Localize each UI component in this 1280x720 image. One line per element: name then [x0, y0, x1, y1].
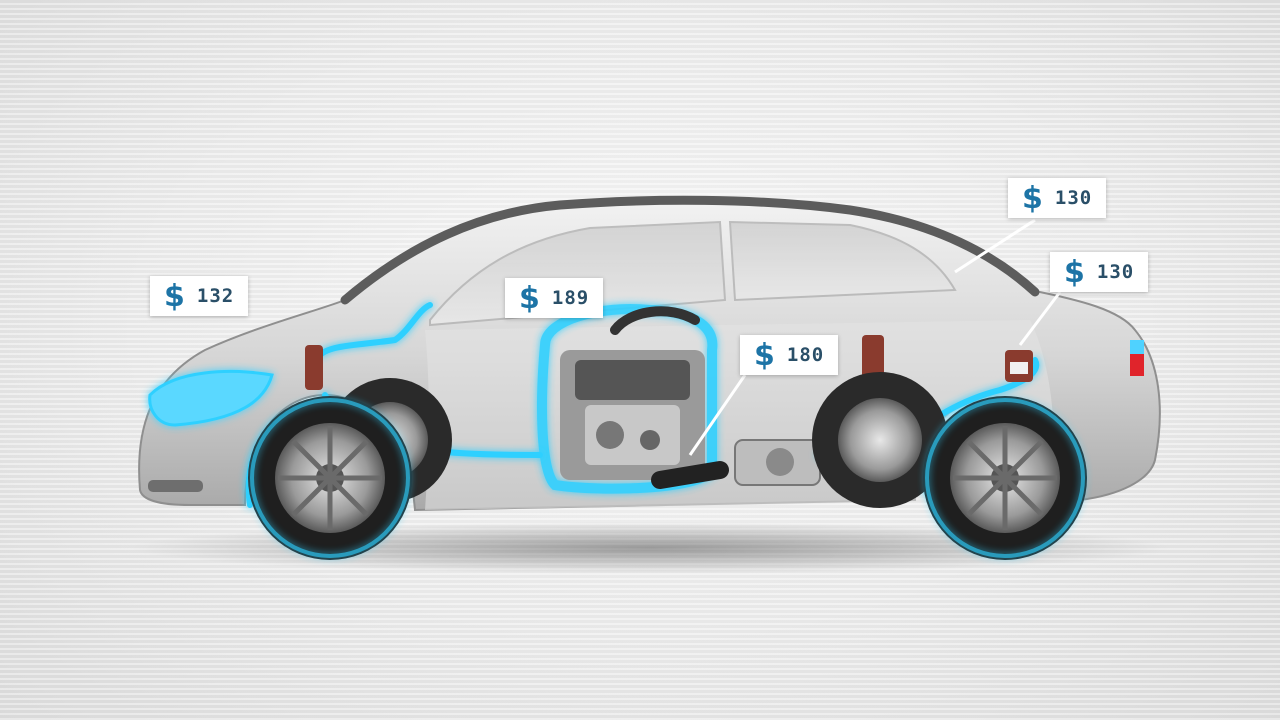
price-amount: 189 — [551, 287, 590, 309]
rear-wheel — [923, 396, 1087, 560]
dollar-sign: $ — [519, 280, 540, 316]
front-suspension — [305, 345, 323, 390]
price-tag-engine: $ 189 — [505, 278, 604, 318]
headlight — [148, 370, 274, 427]
price-amount: 130 — [1096, 261, 1135, 283]
rear-window — [728, 220, 957, 302]
dollar-sign: $ — [1022, 180, 1043, 216]
price-amount: 132 — [196, 285, 235, 307]
dollar-sign: $ — [754, 337, 775, 373]
tail-light-glow — [1130, 340, 1144, 354]
dollar-sign: $ — [164, 278, 185, 314]
price-tag-rear: $ 130 — [1050, 252, 1149, 292]
rear-inner-wheel — [812, 372, 948, 508]
price-tag-transmission: $ 180 — [740, 335, 839, 375]
leader-lines — [688, 218, 1062, 456]
price-amount: 130 — [1054, 187, 1093, 209]
front-wheel — [248, 396, 412, 560]
front-window — [429, 220, 727, 327]
engine — [537, 304, 821, 494]
dollar-sign: $ — [1064, 254, 1085, 290]
price-tag-roof: $ 130 — [1008, 178, 1107, 218]
price-amount: 180 — [786, 344, 825, 366]
ground-shadow — [130, 522, 1170, 574]
price-tag-front: $ 132 — [150, 276, 249, 316]
roof-line — [340, 195, 1040, 305]
front-vent — [148, 480, 203, 492]
